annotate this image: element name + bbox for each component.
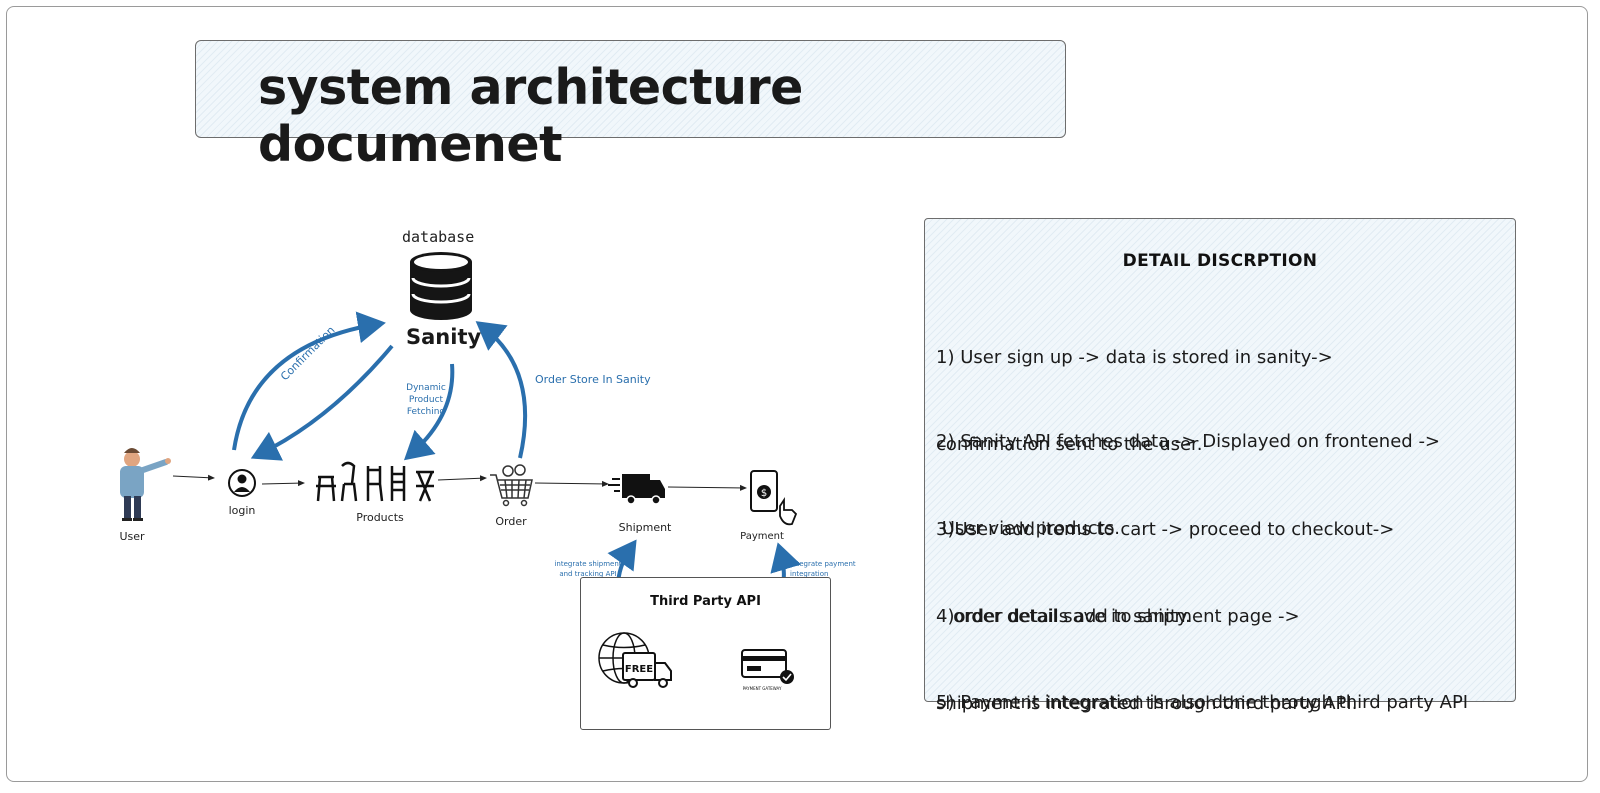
confirmation-arrows <box>232 311 394 461</box>
detail-description-box: DETAIL DISCRPTION 1) User sign up -> dat… <box>924 218 1516 714</box>
delivery-truck-icon <box>608 474 665 505</box>
database-icon <box>410 252 472 320</box>
detail-item-4: 4)order details add to shipment page -> … <box>936 606 1358 714</box>
detail-heading: DETAIL DISCRPTION <box>1122 251 1318 271</box>
login-label: login <box>228 504 256 517</box>
free-badge: FREE <box>625 664 653 675</box>
third-party-api-box: Third Party API FREE PAYMENT GATEWAY <box>580 577 831 730</box>
payment-label: Payment <box>740 531 784 542</box>
order-store-label: Order Store In Sanity <box>535 373 651 386</box>
page-title: system architecture documenet <box>258 59 803 173</box>
integrate-shipment-label: integrate shipment and tracking API <box>554 560 622 578</box>
sanity-label: Sanity <box>406 325 482 349</box>
products-label: Products <box>356 511 404 524</box>
dynamic-fetching-label: Dynamic Product Fetching <box>406 383 446 417</box>
dynamic-fetching-arrow <box>403 363 455 461</box>
integrate-payment-label: Integrate payment integration <box>790 560 856 578</box>
mobile-payment-icon: $ <box>750 470 798 526</box>
payment-gateway-card-icon <box>741 649 794 684</box>
third-party-icons: FREE PAYMENT GATEWAY <box>598 632 794 691</box>
user-person-icon <box>120 448 171 521</box>
order-store-arrow <box>475 321 528 459</box>
svg-text:$: $ <box>761 488 767 499</box>
chairs-icon <box>316 461 434 502</box>
user-label: User <box>119 530 145 543</box>
third-party-title: Third Party API <box>650 594 761 609</box>
detail-item-5: 5) Payment integration is also done thro… <box>936 692 1469 713</box>
database-label: database <box>402 228 475 246</box>
shopping-cart-icon <box>490 464 533 507</box>
globe-free-shipping-icon <box>598 632 672 688</box>
order-label: Order <box>495 515 527 528</box>
title-box: system architecture documenet <box>195 40 1066 173</box>
shipment-label: Shipment <box>618 521 672 534</box>
payment-gateway-caption: PAYMENT GATEWAY <box>743 686 782 691</box>
detail-item-1: 1) User sign up -> data is stored in san… <box>936 347 1333 455</box>
user-avatar-icon <box>228 469 256 497</box>
detail-item-3: 3)User add items to cart -> proceed to c… <box>936 519 1395 627</box>
detail-item-2: 2) Sanity API fetches data -> Displayed … <box>936 431 1441 539</box>
